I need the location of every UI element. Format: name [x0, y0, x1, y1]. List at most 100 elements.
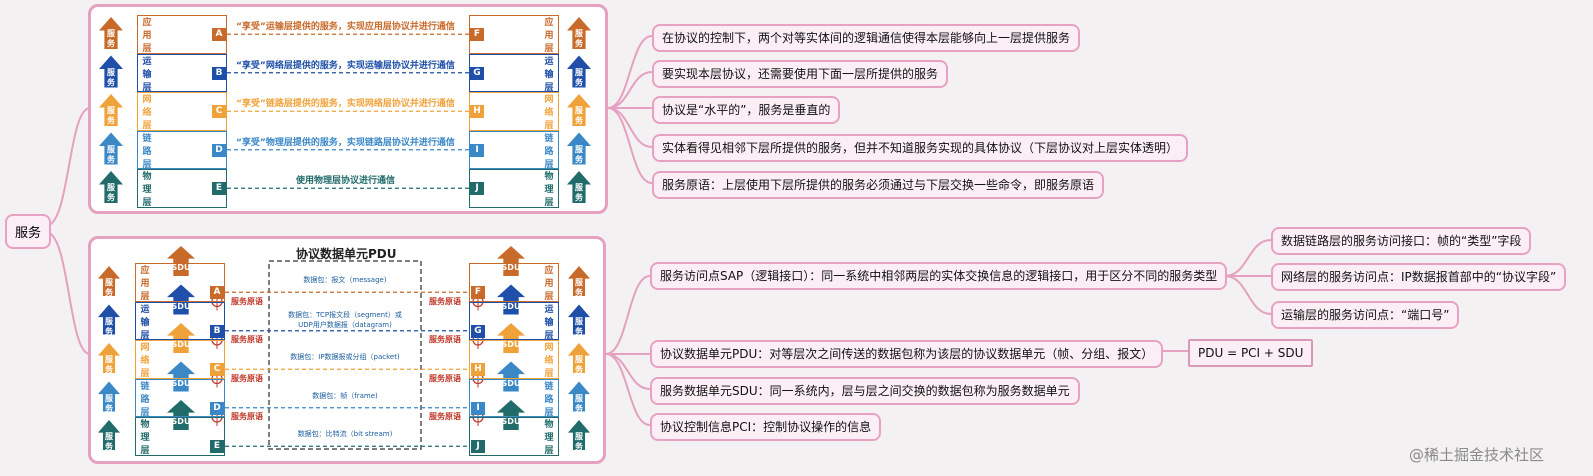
- left-layer-box: [137, 15, 227, 54]
- left-entity-point: A: [212, 28, 226, 42]
- right-service-arrow: [568, 266, 590, 296]
- service-arrow-label: 服 务: [105, 432, 113, 451]
- right-layer-box: [469, 169, 559, 208]
- note-service-primitive[interactable]: 服务原语：上层使用下层所提供的服务必须通过与下层交换一些命令，即服务原语: [652, 171, 1105, 199]
- packet-caption: 数据包：IP数据报或分组（packet): [290, 353, 400, 361]
- left-entity-point: D: [210, 401, 224, 415]
- right-sdu-arrow: [497, 400, 525, 430]
- right-layer-box: [469, 263, 559, 302]
- peer-protocol-desc: “享受”物理层提供的服务，实现链路层协议并进行通信: [236, 137, 455, 148]
- right-sdu-arrow: [497, 323, 525, 353]
- left-layer-box: [137, 130, 227, 169]
- left-sdu-arrow: [167, 284, 195, 315]
- service-arrow-label: 服 务: [575, 183, 583, 202]
- left-service-arrow: [99, 171, 123, 203]
- right-service-arrow: [568, 420, 590, 450]
- note-pdu-formula[interactable]: PDU = PCI + SDU: [1188, 339, 1314, 367]
- service-arrow-label: 服 务: [105, 355, 113, 374]
- layer-name: 链 路 层: [544, 133, 554, 170]
- note-use-lower-service[interactable]: 要实现本层协议，还需要使用下面一层所提供的服务: [652, 60, 949, 88]
- note-transparency[interactable]: 实体看得见相邻下层所提供的服务，但并不知道服务实现的具体协议（下层协议对上层实体…: [652, 134, 1189, 162]
- service-primitive-label: 服务原语: [429, 296, 461, 306]
- root-node-service[interactable]: 服务: [5, 214, 52, 249]
- layer-name: 应 用 层: [544, 18, 554, 54]
- service-arrow-label: 服 务: [107, 67, 115, 87]
- note-sap[interactable]: 服务访问点SAP（逻辑接口）：同一系统中相邻两层的实体交换信息的逻辑接口，用于区…: [650, 262, 1228, 290]
- layer-name: 运 输 层: [140, 304, 150, 341]
- layer-name: 物 理 层: [140, 420, 150, 456]
- note-sap-network[interactable]: 网络层的服务访问点：IP数据报首部中的“协议字段”: [1271, 263, 1567, 291]
- left-service-arrow: [99, 17, 123, 49]
- pdu-dashed-frame: [268, 260, 422, 450]
- right-sdu-label: SDU: [501, 340, 521, 349]
- note-sap-transport[interactable]: 运输层的服务访问点：“端口号”: [1271, 301, 1460, 329]
- left-sdu-arrow: [167, 361, 195, 392]
- service-arrow-label: 服 务: [575, 29, 583, 48]
- left-layer-box: [135, 263, 225, 302]
- left-entity-point: C: [212, 105, 226, 119]
- right-service-arrow: [567, 132, 591, 165]
- note-sap-datalink[interactable]: 数据链路层的服务访问接口：帧的“类型”字段: [1271, 227, 1532, 255]
- right-entity-point: G: [470, 66, 484, 80]
- right-sdu-label: SDU: [501, 263, 521, 272]
- layer-name: 网 络 层: [544, 343, 554, 379]
- left-layer-box: [135, 301, 225, 340]
- service-arrow-label: 服 务: [575, 393, 583, 413]
- note-protocol-control[interactable]: 在协议的控制下，两个对等实体间的逻辑通信使得本层能够向上一层提供服务: [652, 24, 1081, 52]
- left-entity-point: D: [212, 143, 226, 157]
- packet-caption: 数据包：报文（message): [303, 276, 387, 284]
- packet-caption: 数据包：帧（frame): [312, 391, 378, 400]
- right-layer-box: [469, 53, 559, 92]
- right-entity-point: J: [470, 182, 484, 196]
- left-sdu-label: SDU: [171, 378, 191, 388]
- left-entity-point: B: [210, 324, 224, 338]
- right-entity-point: I: [470, 143, 484, 157]
- left-service-arrow: [98, 381, 120, 412]
- service-primitive-label: 服务原语: [231, 335, 263, 344]
- right-entity-point: H: [471, 363, 485, 377]
- left-entity-point: A: [210, 286, 224, 300]
- peer-protocol-desc: 使用物理层协议进行通信: [296, 176, 396, 187]
- service-arrow-label: 服 务: [575, 67, 583, 87]
- peer-protocol-desc: “享受”运输层提供的服务，实现应用层协议并进行通信: [236, 22, 455, 33]
- left-entity-point: C: [210, 363, 224, 377]
- right-service-arrow: [568, 304, 590, 335]
- layer-name: 物 理 层: [544, 172, 554, 208]
- right-layer-box: [469, 92, 559, 131]
- left-sdu-arrow: [167, 400, 195, 430]
- left-service-arrow: [98, 266, 120, 296]
- left-sdu-label: SDU: [171, 340, 191, 349]
- note-horizontal-vertical[interactable]: 协议是“水平的”，服务是垂直的: [652, 96, 841, 124]
- watermark: @稀土掘金技术社区: [1409, 446, 1545, 464]
- right-layer-box: [469, 15, 559, 54]
- right-entity-point: F: [470, 28, 484, 42]
- right-entity-point: H: [470, 105, 484, 119]
- left-layer-box: [135, 340, 225, 379]
- note-pdu[interactable]: 协议数据单元PDU：对等层次之间传送的数据包称为该层的协议数据单元（帧、分组、报…: [650, 340, 1164, 368]
- right-sdu-label: SDU: [501, 378, 521, 388]
- service-arrow-label: 服 务: [107, 106, 115, 125]
- layer-name: 链 路 层: [544, 381, 554, 418]
- left-layer-box: [137, 53, 227, 92]
- service-arrow-label: 服 务: [105, 278, 113, 297]
- left-layer-box: [137, 92, 227, 131]
- layer-name: 链 路 层: [140, 381, 150, 418]
- service-primitive-label: 服务原语: [231, 373, 263, 383]
- left-sdu-label: SDU: [171, 417, 191, 426]
- left-sdu-label: SDU: [171, 301, 191, 311]
- packet-caption: 数据包：比特流（bit stream): [297, 430, 393, 438]
- right-entity-point: F: [471, 286, 485, 300]
- note-pci[interactable]: 协议控制信息PCI：控制协议操作的信息: [650, 413, 882, 441]
- left-service-arrow: [99, 94, 123, 126]
- note-sdu[interactable]: 服务数据单元SDU：同一系统内，层与层之间交换的数据包称为服务数据单元: [650, 377, 1080, 405]
- peer-protocol-desc: “享受”链路层提供的服务，实现网络层协议并进行通信: [236, 99, 455, 110]
- right-sdu-arrow: [497, 246, 525, 276]
- service-primitive-label: 服务原语: [231, 412, 263, 421]
- layer-name: 网 络 层: [140, 343, 150, 379]
- right-sdu-arrow: [497, 361, 525, 392]
- right-service-arrow: [567, 17, 591, 49]
- left-service-arrow: [98, 304, 120, 335]
- service-arrow-label: 服 务: [107, 29, 115, 48]
- left-service-arrow: [99, 55, 123, 88]
